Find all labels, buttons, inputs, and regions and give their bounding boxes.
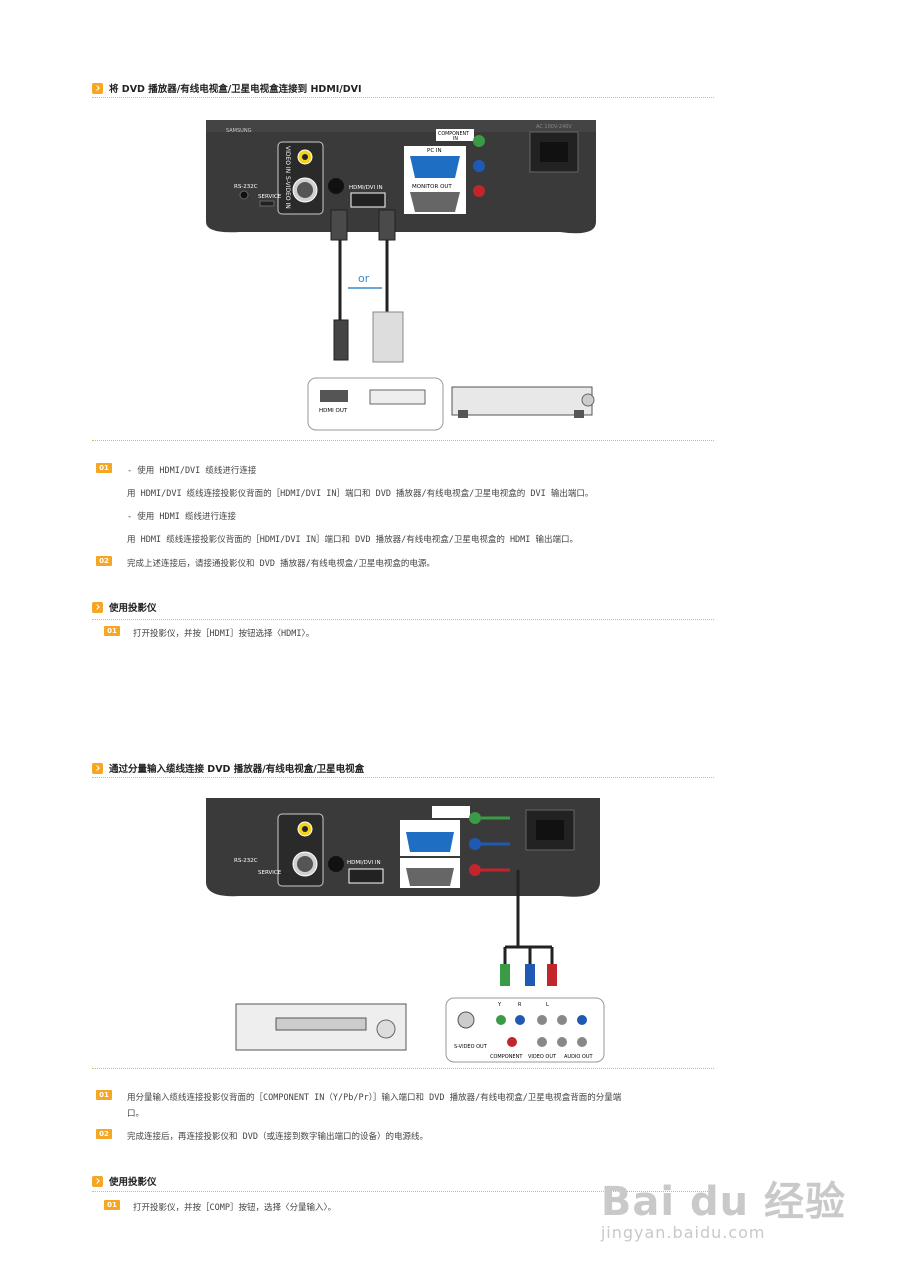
divider — [92, 1191, 714, 1192]
step-text: 完成连接后，再连接投影仪和 DVD（或连接到数字输出端口的设备）的电源线。 — [127, 1132, 428, 1142]
baidu-watermark: Bai du 经验 jingyan.baidu.com — [601, 1169, 846, 1242]
chevron-right-icon — [92, 601, 103, 613]
l-label: L — [546, 1002, 549, 1008]
svg-text:SERVICE: SERVICE — [258, 870, 282, 876]
step-text: 用分量输入缆线连接投影仪背面的［COMPONENT IN（Y/Pb/Pr）］输入… — [127, 1093, 622, 1103]
r-label: R — [518, 1002, 522, 1008]
section-header-use-projector-2: 使用投影仪 — [92, 1174, 714, 1188]
section-title: 通过分量输入缆线连接 DVD 播放器/有线电视盒/卫星电视盒 — [109, 764, 365, 775]
section-header-component: 通过分量输入缆线连接 DVD 播放器/有线电视盒/卫星电视盒 — [92, 761, 714, 775]
section-title: 将 DVD 播放器/有线电视盒/卫星电视盒连接到 HDMI/DVI — [109, 84, 362, 95]
pc-in-label: PC IN — [427, 148, 442, 154]
ac-label: AC 100V-240V — [536, 124, 572, 130]
y-label: Y — [497, 1002, 502, 1008]
hdmi-connection-diagram: VIDEO IN S-VIDEO IN RS-232C SERVICE HDMI… — [206, 120, 596, 431]
svg-text:HDMI/DVI IN: HDMI/DVI IN — [347, 860, 381, 866]
step-number-badge: 02 — [96, 1129, 112, 1139]
step-text: 打开投影仪，并按［COMP］按钮，选择〈分量输入〉。 — [133, 1203, 337, 1213]
step-text: 用 HDMI/DVI 缆线连接投影仪背面的［HDMI/DVI IN］端口和 DV… — [127, 489, 594, 499]
component-in-label: COMPONENT — [438, 131, 469, 137]
audio-out-label: AUDIO OUT — [564, 1054, 594, 1060]
section-header-use-projector: 使用投影仪 — [92, 600, 714, 614]
divider — [92, 97, 714, 98]
svideo-out-label: S-VIDEO OUT — [454, 1044, 488, 1050]
divider — [92, 1068, 714, 1069]
step-number-badge: 01 — [104, 1200, 120, 1210]
step-text: 完成上述连接后，请接通投影仪和 DVD 播放器/有线电视盒/卫星电视盒的电源。 — [127, 559, 435, 569]
or-label: or — [358, 272, 370, 285]
step-number-badge: 01 — [96, 463, 112, 473]
rs232c-label: RS-232C — [234, 184, 258, 190]
divider — [92, 619, 714, 620]
section-header-hdmi: 将 DVD 播放器/有线电视盒/卫星电视盒连接到 HDMI/DVI — [92, 81, 714, 95]
step-number-badge: 02 — [96, 556, 112, 566]
divider — [92, 777, 714, 778]
component-out-label: COMPONENT — [490, 1054, 523, 1060]
svg-text:RS-232C: RS-232C — [234, 858, 258, 864]
svideo-in-label: S-VIDEO IN — [284, 176, 291, 209]
svg-text:IN: IN — [453, 136, 458, 142]
step-number-badge: 01 — [96, 1090, 112, 1100]
video-out-label: VIDEO OUT — [528, 1054, 557, 1060]
video-in-label: VIDEO IN — [284, 146, 291, 173]
watermark-brand: Bai du 经验 — [600, 1179, 846, 1225]
chevron-right-icon — [92, 82, 103, 94]
step-text: 打开投影仪，并按［HDMI］按钮选择〈HDMI〉。 — [133, 629, 315, 639]
chevron-right-icon — [92, 1175, 103, 1187]
divider — [92, 440, 714, 441]
monitor-out-label: MONITOR OUT — [412, 184, 452, 190]
service-label: SERVICE — [258, 194, 282, 200]
step-text: - 使用 HDMI 缆线进行连接 — [127, 512, 236, 522]
component-connection-diagram: RS-232C SERVICE HDMI/DVI IN S-VIDEO OUT … — [206, 798, 605, 1063]
section-title: 使用投影仪 — [109, 1177, 157, 1188]
step-text: 口。 — [127, 1109, 145, 1119]
svg-text:SAMSUNG: SAMSUNG — [226, 128, 252, 134]
hdmi-dvi-in-label: HDMI/DVI IN — [349, 185, 383, 191]
watermark-url: jingyan.baidu.com — [600, 1223, 766, 1242]
chevron-right-icon — [92, 762, 103, 774]
step-number-badge: 01 — [104, 626, 120, 636]
section-title: 使用投影仪 — [109, 603, 157, 614]
step-text: - 使用 HDMI/DVI 缆线进行连接 — [127, 466, 257, 476]
hdmi-out-label: HDMI OUT — [319, 408, 348, 414]
step-text: 用 HDMI 缆线连接投影仪背面的［HDMI/DVI IN］端口和 DVD 播放… — [127, 535, 579, 545]
